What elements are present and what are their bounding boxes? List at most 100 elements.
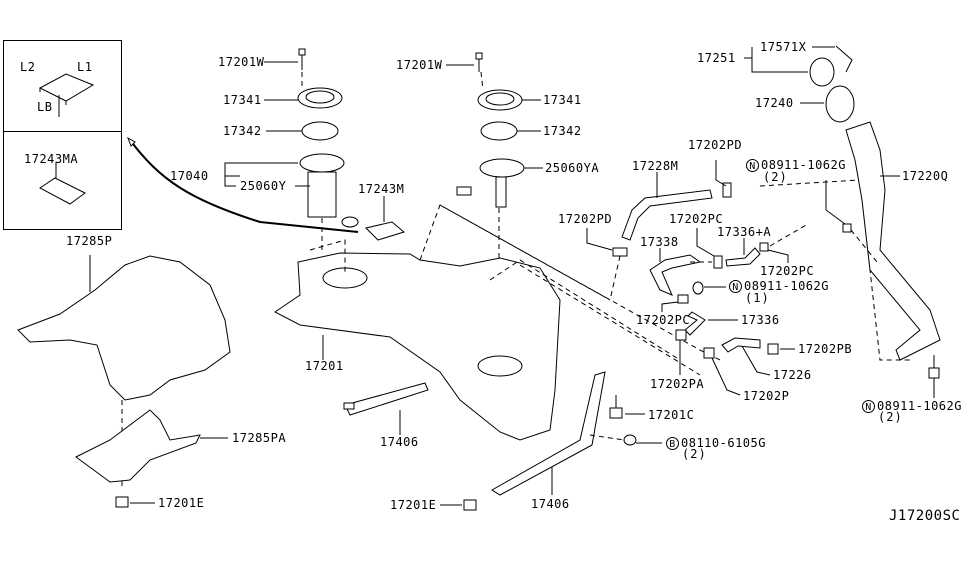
label-17201w-left[interactable]: 17201W	[218, 55, 265, 69]
label-08911-mid-qty: (1)	[745, 291, 770, 305]
label-17243m[interactable]: 17243M	[358, 182, 405, 196]
inset-part-17243ma[interactable]: 17243MA	[24, 152, 79, 166]
inset-dim-lb: LB	[37, 100, 53, 114]
label-25060y[interactable]: 25060Y	[240, 179, 287, 193]
clamp-17202p	[703, 347, 741, 396]
ring-08911-mid	[692, 281, 726, 295]
inset-pad-17243ma	[39, 162, 86, 205]
label-17202pc-right[interactable]: 17202PC	[760, 264, 815, 278]
nut-marker-icon: N	[729, 280, 742, 293]
label-25060ya[interactable]: 25060YA	[545, 161, 600, 175]
label-17240[interactable]: 17240	[755, 96, 794, 110]
label-17336[interactable]: 17336	[741, 313, 780, 327]
label-17202pc-low[interactable]: 17202PC	[636, 313, 691, 327]
label-17336a[interactable]: 17336+A	[717, 225, 772, 239]
label-17201w-right[interactable]: 17201W	[396, 58, 443, 72]
vent-dash-3	[519, 264, 701, 376]
label-17202p[interactable]: 17202P	[743, 389, 790, 403]
clamp-17202pc-low	[661, 294, 689, 312]
label-08110-qty: (2)	[682, 447, 707, 461]
label-08911-mid-text: 08911-1062G	[744, 279, 829, 293]
inset-divider	[3, 131, 122, 132]
nut-marker-icon: N	[862, 400, 875, 413]
filler-cap-17251	[744, 45, 853, 87]
gasket-17342-left	[266, 121, 339, 141]
nut-17201e-right	[440, 499, 477, 511]
label-17251[interactable]: 17251	[697, 51, 736, 65]
ring-17341-left	[264, 87, 343, 109]
filler-ring-17240	[800, 85, 855, 123]
label-17040[interactable]: 17040	[170, 169, 209, 183]
label-08911-bottom-qty: (2)	[878, 410, 903, 424]
hose-17336a	[725, 238, 761, 267]
nut-08911-top	[825, 180, 878, 263]
clamp-17202pd-top	[715, 160, 732, 198]
label-17341-right[interactable]: 17341	[543, 93, 582, 107]
arrow-head	[127, 136, 136, 147]
gasket-17342-right	[480, 121, 541, 141]
label-08911-top-qty: (2)	[763, 170, 788, 184]
ring-17341-right	[477, 89, 541, 111]
vent-dash-1	[439, 204, 721, 361]
clamp-17202pc-top	[690, 228, 723, 269]
bolt-17201w-right	[446, 52, 484, 91]
bolt-marker-icon: B	[666, 437, 679, 450]
diagram-code: J17200SC	[889, 508, 961, 524]
bolt-17201c	[609, 395, 645, 419]
label-17202pa[interactable]: 17202PA	[650, 377, 705, 391]
hose-17228m	[621, 172, 713, 241]
strap-17406-right	[491, 371, 606, 496]
inset-pad-dimension	[38, 73, 95, 117]
label-17228m[interactable]: 17228M	[632, 159, 679, 173]
strap-17406-left	[343, 382, 429, 435]
sender-25060ya	[456, 158, 543, 360]
label-17406-left[interactable]: 17406	[380, 435, 419, 449]
label-17342-right[interactable]: 17342	[543, 124, 582, 138]
inset-dim-l1: L1	[77, 60, 93, 74]
label-17220q[interactable]: 17220Q	[902, 169, 949, 183]
label-17202pd-left[interactable]: 17202PD	[558, 212, 613, 226]
label-17201e-right[interactable]: 17201E	[390, 498, 437, 512]
wire-harness	[129, 139, 359, 233]
label-17201e-left[interactable]: 17201E	[158, 496, 205, 510]
nut-08911-bottom	[928, 355, 940, 398]
label-17285pa[interactable]: 17285PA	[232, 431, 287, 445]
filler-tube-17220q	[845, 121, 941, 361]
label-17226[interactable]: 17226	[773, 368, 812, 382]
clamp-17202pa	[675, 329, 687, 375]
pad-17243m	[365, 196, 406, 241]
label-17202pd-top[interactable]: 17202PD	[688, 138, 743, 152]
fuel-tank-17201	[274, 204, 681, 441]
label-17201c[interactable]: 17201C	[648, 408, 695, 422]
clamp-17202pb	[767, 343, 795, 355]
label-17571x[interactable]: 17571X	[760, 40, 807, 54]
nut-17201e-left	[115, 496, 155, 508]
label-17341-left[interactable]: 17341	[223, 93, 262, 107]
hose-17226	[721, 337, 771, 376]
label-17202pb[interactable]: 17202PB	[798, 342, 853, 356]
label-17201[interactable]: 17201	[305, 359, 344, 373]
hose-17336	[684, 311, 738, 336]
inset-panel	[3, 40, 122, 230]
label-17342-left[interactable]: 17342	[223, 124, 262, 138]
pump-17040	[224, 153, 359, 250]
label-08110-text: 08110-6105G	[681, 436, 766, 450]
bolt-17201w-left	[264, 48, 306, 90]
bolt-08110	[589, 434, 662, 446]
clamp-17202pd-left	[586, 228, 628, 301]
heat-shield-17285pa	[75, 409, 228, 483]
inset-dim-l2: L2	[20, 60, 36, 74]
label-08911-bottom-text: 08911-1062G	[877, 399, 962, 413]
label-17406-right[interactable]: 17406	[531, 497, 570, 511]
label-17202pc-top[interactable]: 17202PC	[669, 212, 724, 226]
clamp-17202pc-right	[759, 223, 809, 263]
label-17285p[interactable]: 17285P	[66, 234, 113, 248]
label-17338[interactable]: 17338	[640, 235, 679, 249]
label-08911-top-text: 08911-1062G	[761, 158, 846, 172]
